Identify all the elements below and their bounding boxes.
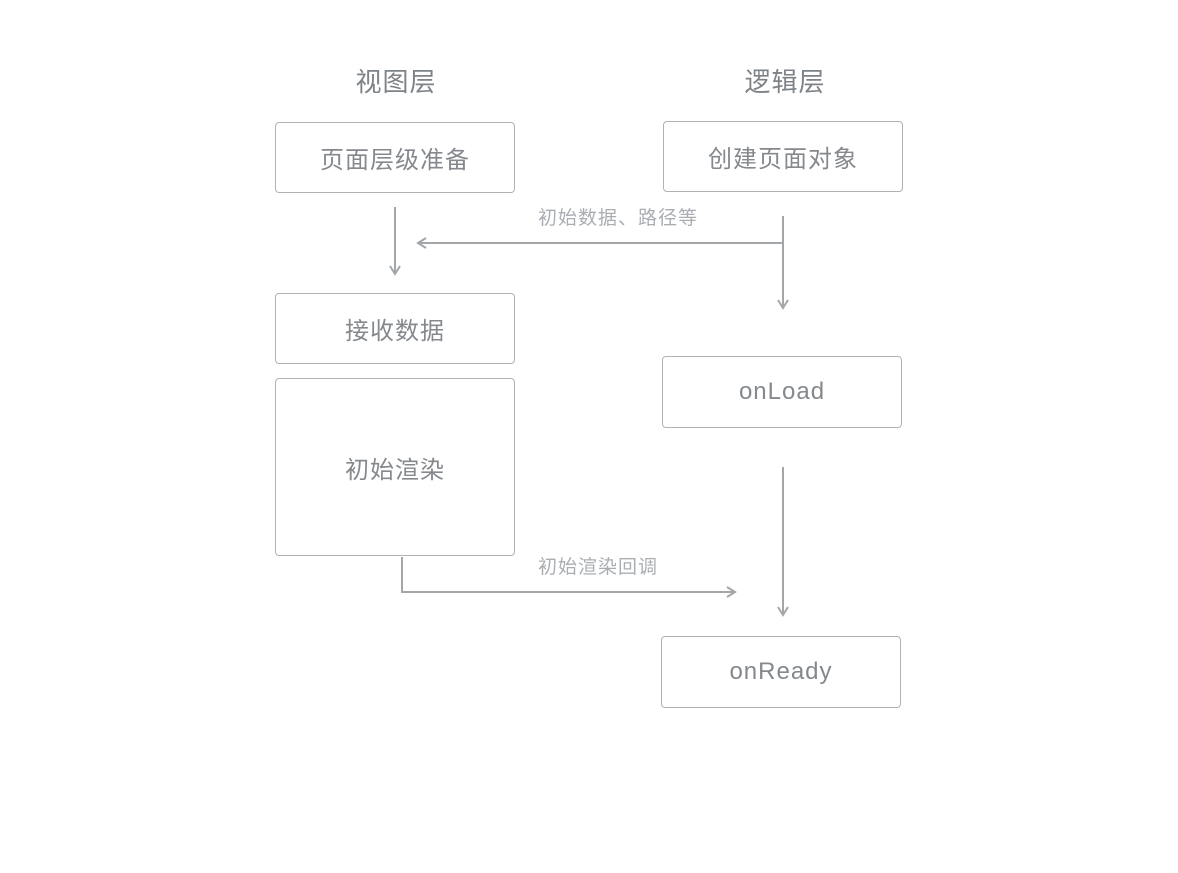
node-create-page-object: 创建页面对象	[663, 121, 903, 192]
edge-label-render-callback: 初始渲染回调	[537, 557, 658, 578]
node-receive-data: 接收数据	[275, 293, 515, 364]
node-onload: onLoad	[662, 356, 902, 428]
node-page-level-prepare: 页面层级准备	[275, 122, 515, 193]
node-initial-render: 初始渲染	[275, 378, 515, 556]
node-onready: onReady	[661, 636, 901, 708]
edge-label-initial-data: 初始数据、路径等	[537, 208, 698, 229]
logic-layer-title: 逻辑层	[744, 67, 826, 97]
view-layer-title: 视图层	[355, 67, 437, 97]
